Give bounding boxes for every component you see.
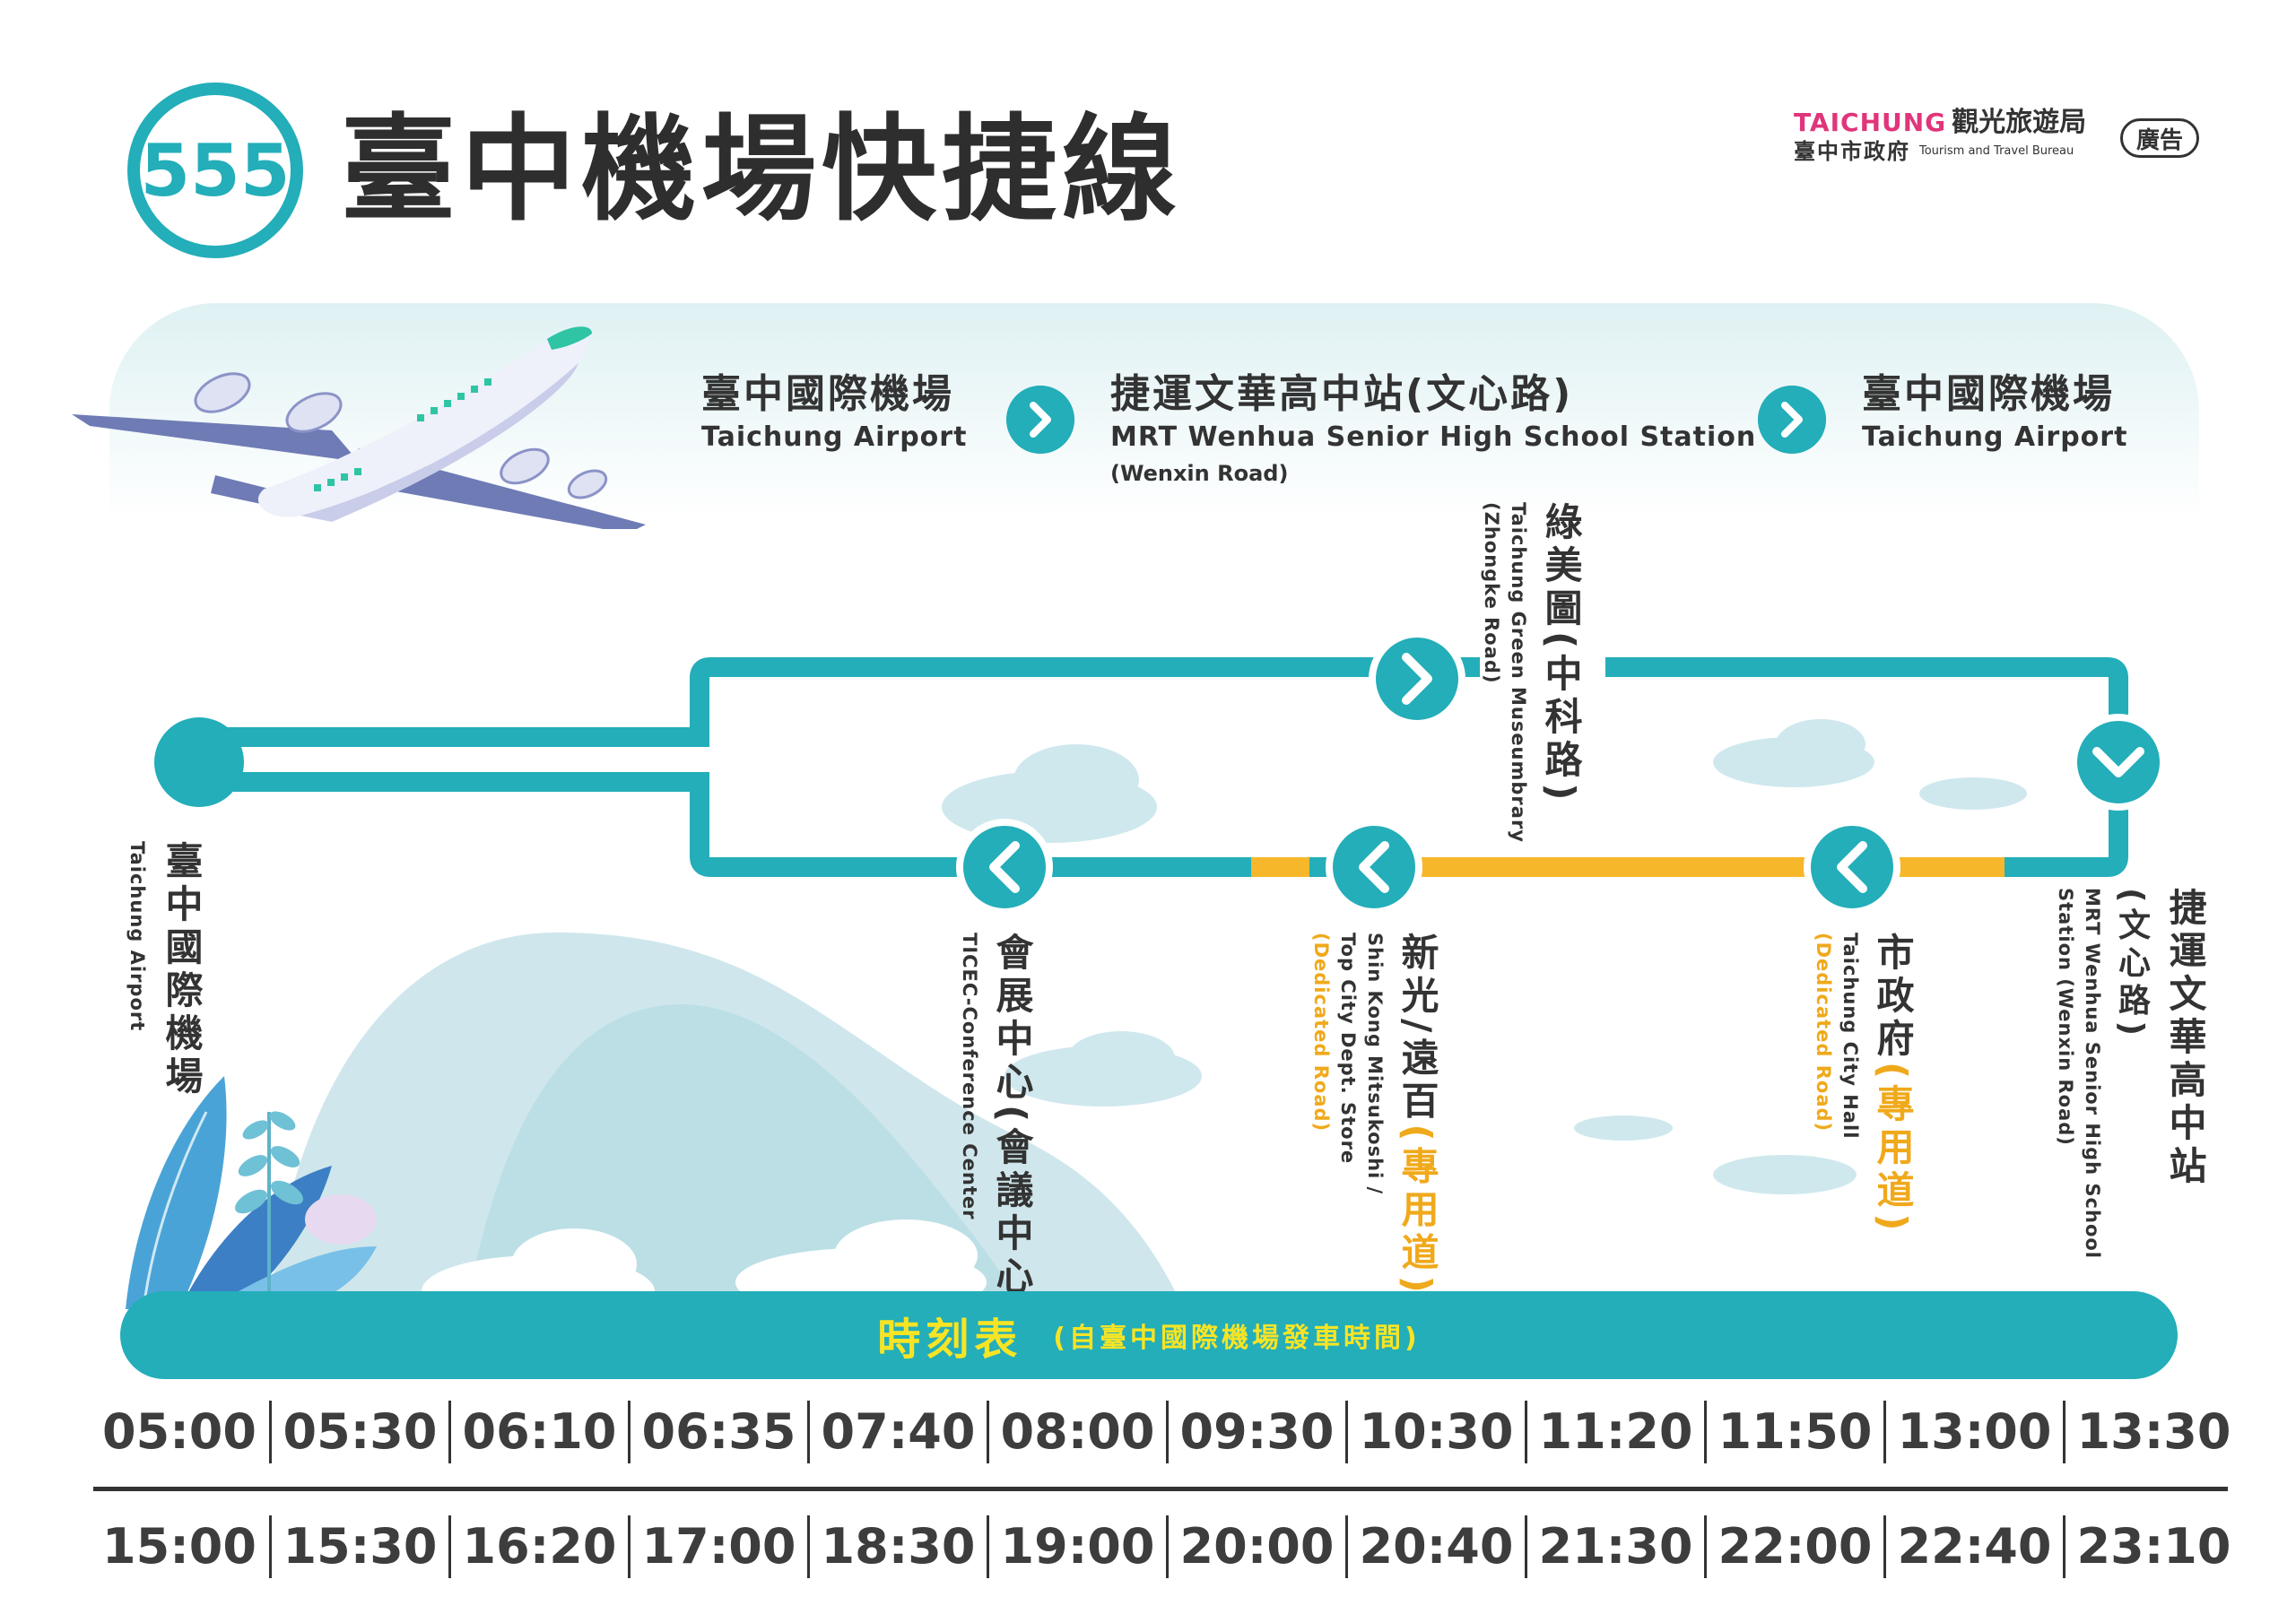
departure-time: 13:30 bbox=[2063, 1401, 2242, 1463]
departure-time: 16:20 bbox=[448, 1515, 628, 1578]
station-ticec-label: 會展中心(會議中心) TICEC-Conference Center bbox=[958, 933, 1039, 1322]
departure-time: 18:30 bbox=[807, 1515, 987, 1578]
origin-stop-dot bbox=[154, 717, 244, 807]
stop-green-museum-icon bbox=[1369, 630, 1465, 727]
departure-time: 09:30 bbox=[1166, 1401, 1345, 1463]
airplane-icon bbox=[72, 326, 646, 529]
overview-via-en2: (Wenxin Road) bbox=[1110, 461, 1289, 486]
station-shinkong-en2: Top City Dept. Store bbox=[1337, 933, 1359, 1165]
station-shinkong-zh-note: (專用道) bbox=[1396, 1124, 1439, 1298]
station-mrt-wenhua-label: 捷運文華高中站 (文心路) MRT Wenhua Senior High Sch… bbox=[2054, 888, 2213, 1259]
timetable-divider bbox=[93, 1487, 2228, 1491]
timetable-row-2: 15:00 15:30 16:20 17:00 18:30 19:00 20:0… bbox=[90, 1515, 2242, 1578]
logo-bureau-zh: 觀光旅遊局 bbox=[1952, 107, 2087, 138]
timetable-row-1: 05:00 05:30 06:10 06:35 07:40 08:00 09:3… bbox=[90, 1401, 2242, 1463]
route-line-lower bbox=[197, 762, 2128, 877]
timetable-subtitle: (自臺中國際機場發車時間) bbox=[1053, 1323, 1421, 1354]
chevron-right-icon bbox=[1758, 386, 1826, 454]
station-airport-en: Taichung Airport bbox=[126, 841, 148, 1032]
departure-time: 23:10 bbox=[2063, 1515, 2242, 1578]
station-mrt-wenhua-en2: Station (Wenxin Road) bbox=[2055, 888, 2076, 1146]
station-ticec-en: TICEC-Conference Center bbox=[959, 933, 980, 1220]
departure-time: 11:20 bbox=[1525, 1401, 1704, 1463]
station-airport-zh: 臺中國際機場 bbox=[160, 841, 204, 1099]
page-title: 臺中機場快捷線 bbox=[341, 103, 1183, 237]
station-ticec-zh: 會展中心(會議中心) bbox=[990, 933, 1034, 1323]
station-shinkong-en: Shin Kong Mitsukoshi / bbox=[1364, 933, 1386, 1195]
departure-time: 22:00 bbox=[1704, 1515, 1883, 1578]
station-city-hall-en-note: (Dedicated Road) bbox=[1813, 933, 1834, 1133]
overview-via-zh: 捷運文華高中站(文心路) bbox=[1110, 371, 1574, 417]
departure-time: 05:30 bbox=[269, 1401, 448, 1463]
departure-time: 07:40 bbox=[807, 1401, 987, 1463]
stop-shinkong-icon bbox=[1326, 819, 1422, 916]
chevron-right-icon bbox=[1006, 386, 1074, 454]
overview-destination-en: Taichung Airport bbox=[1862, 421, 2128, 453]
route-map bbox=[154, 630, 2167, 916]
station-mrt-wenhua-en: MRT Wenhua Senior High School bbox=[2082, 888, 2103, 1260]
ad-badge: 廣告 bbox=[2120, 118, 2199, 158]
departure-time: 19:00 bbox=[987, 1515, 1166, 1578]
departure-time: 17:00 bbox=[628, 1515, 807, 1578]
stop-city-hall-icon bbox=[1804, 819, 1900, 916]
station-city-hall-label: 市政府(專用道) Taichung City Hall (Dedicated R… bbox=[1812, 933, 1920, 1236]
departure-time: 06:35 bbox=[628, 1401, 807, 1463]
station-shinkong-zh: 新光/遠百 bbox=[1396, 933, 1439, 1124]
overview-destination-zh: 臺中國際機場 bbox=[1862, 371, 2115, 417]
station-shinkong-en-note: (Dedicated Road) bbox=[1310, 933, 1332, 1133]
departure-time: 06:10 bbox=[448, 1401, 628, 1463]
departure-time: 11:50 bbox=[1704, 1401, 1883, 1463]
departure-time: 22:40 bbox=[1883, 1515, 2063, 1578]
station-city-hall-zh: 市政府 bbox=[1871, 933, 1915, 1062]
departure-time: 15:00 bbox=[102, 1518, 257, 1575]
overview-via-en: MRT Wenhua Senior High School Station bbox=[1110, 421, 1757, 453]
departure-time: 05:00 bbox=[102, 1403, 257, 1460]
route-line-upper bbox=[197, 657, 2128, 762]
departure-time: 15:30 bbox=[269, 1515, 448, 1578]
stop-ticec-icon bbox=[956, 819, 1053, 916]
station-shinkong-label: 新光/遠百(專用道) Shin Kong Mitsukoshi / Top Ci… bbox=[1309, 933, 1445, 1298]
timetable-header: 時刻表 (自臺中國際機場發車時間) bbox=[120, 1291, 2178, 1379]
timetable-title: 時刻表 bbox=[877, 1315, 1023, 1365]
station-green-museum-en2: (Zhongke Road) bbox=[1481, 502, 1502, 684]
departure-time: 20:00 bbox=[1166, 1515, 1345, 1578]
station-city-hall-zh-note: (專用道) bbox=[1871, 1062, 1915, 1237]
overview-origin-en: Taichung Airport bbox=[701, 421, 968, 453]
stop-mrt-wenhua-icon bbox=[2070, 714, 2167, 811]
scenery-illustration bbox=[126, 719, 2099, 1309]
station-mrt-wenhua-zh1: 捷運文華高中站 bbox=[2163, 888, 2207, 1189]
overview-origin-zh: 臺中國際機場 bbox=[701, 371, 954, 417]
departure-time: 13:00 bbox=[1883, 1401, 2063, 1463]
departure-time: 20:40 bbox=[1345, 1515, 1525, 1578]
logo-brand: TAICHUNG bbox=[1794, 108, 1947, 137]
station-green-museum-zh: 綠美圖(中科路) bbox=[1539, 502, 1583, 806]
departure-time: 08:00 bbox=[987, 1401, 1166, 1463]
departure-time: 10:30 bbox=[1345, 1401, 1525, 1463]
station-green-museum-en: Taichung Green Museumbrary bbox=[1508, 502, 1529, 843]
station-mrt-wenhua-zh2: (文心路) bbox=[2113, 888, 2150, 1041]
departure-time: 21:30 bbox=[1525, 1515, 1704, 1578]
logo-city-zh: 臺中市政府 bbox=[1794, 139, 1910, 164]
station-green-museum-label: 綠美圖(中科路) Taichung Green Museumbrary (Zho… bbox=[1480, 502, 1588, 843]
tourism-bureau-logo: TAICHUNG 觀光旅遊局 臺中市政府 Tourism and Travel … bbox=[1794, 108, 2086, 165]
station-city-hall-en: Taichung City Hall bbox=[1839, 933, 1861, 1140]
logo-bureau-en: Tourism and Travel Bureau bbox=[1919, 144, 2074, 158]
station-airport-label: 臺中國際機場 Taichung Airport bbox=[126, 841, 209, 1099]
